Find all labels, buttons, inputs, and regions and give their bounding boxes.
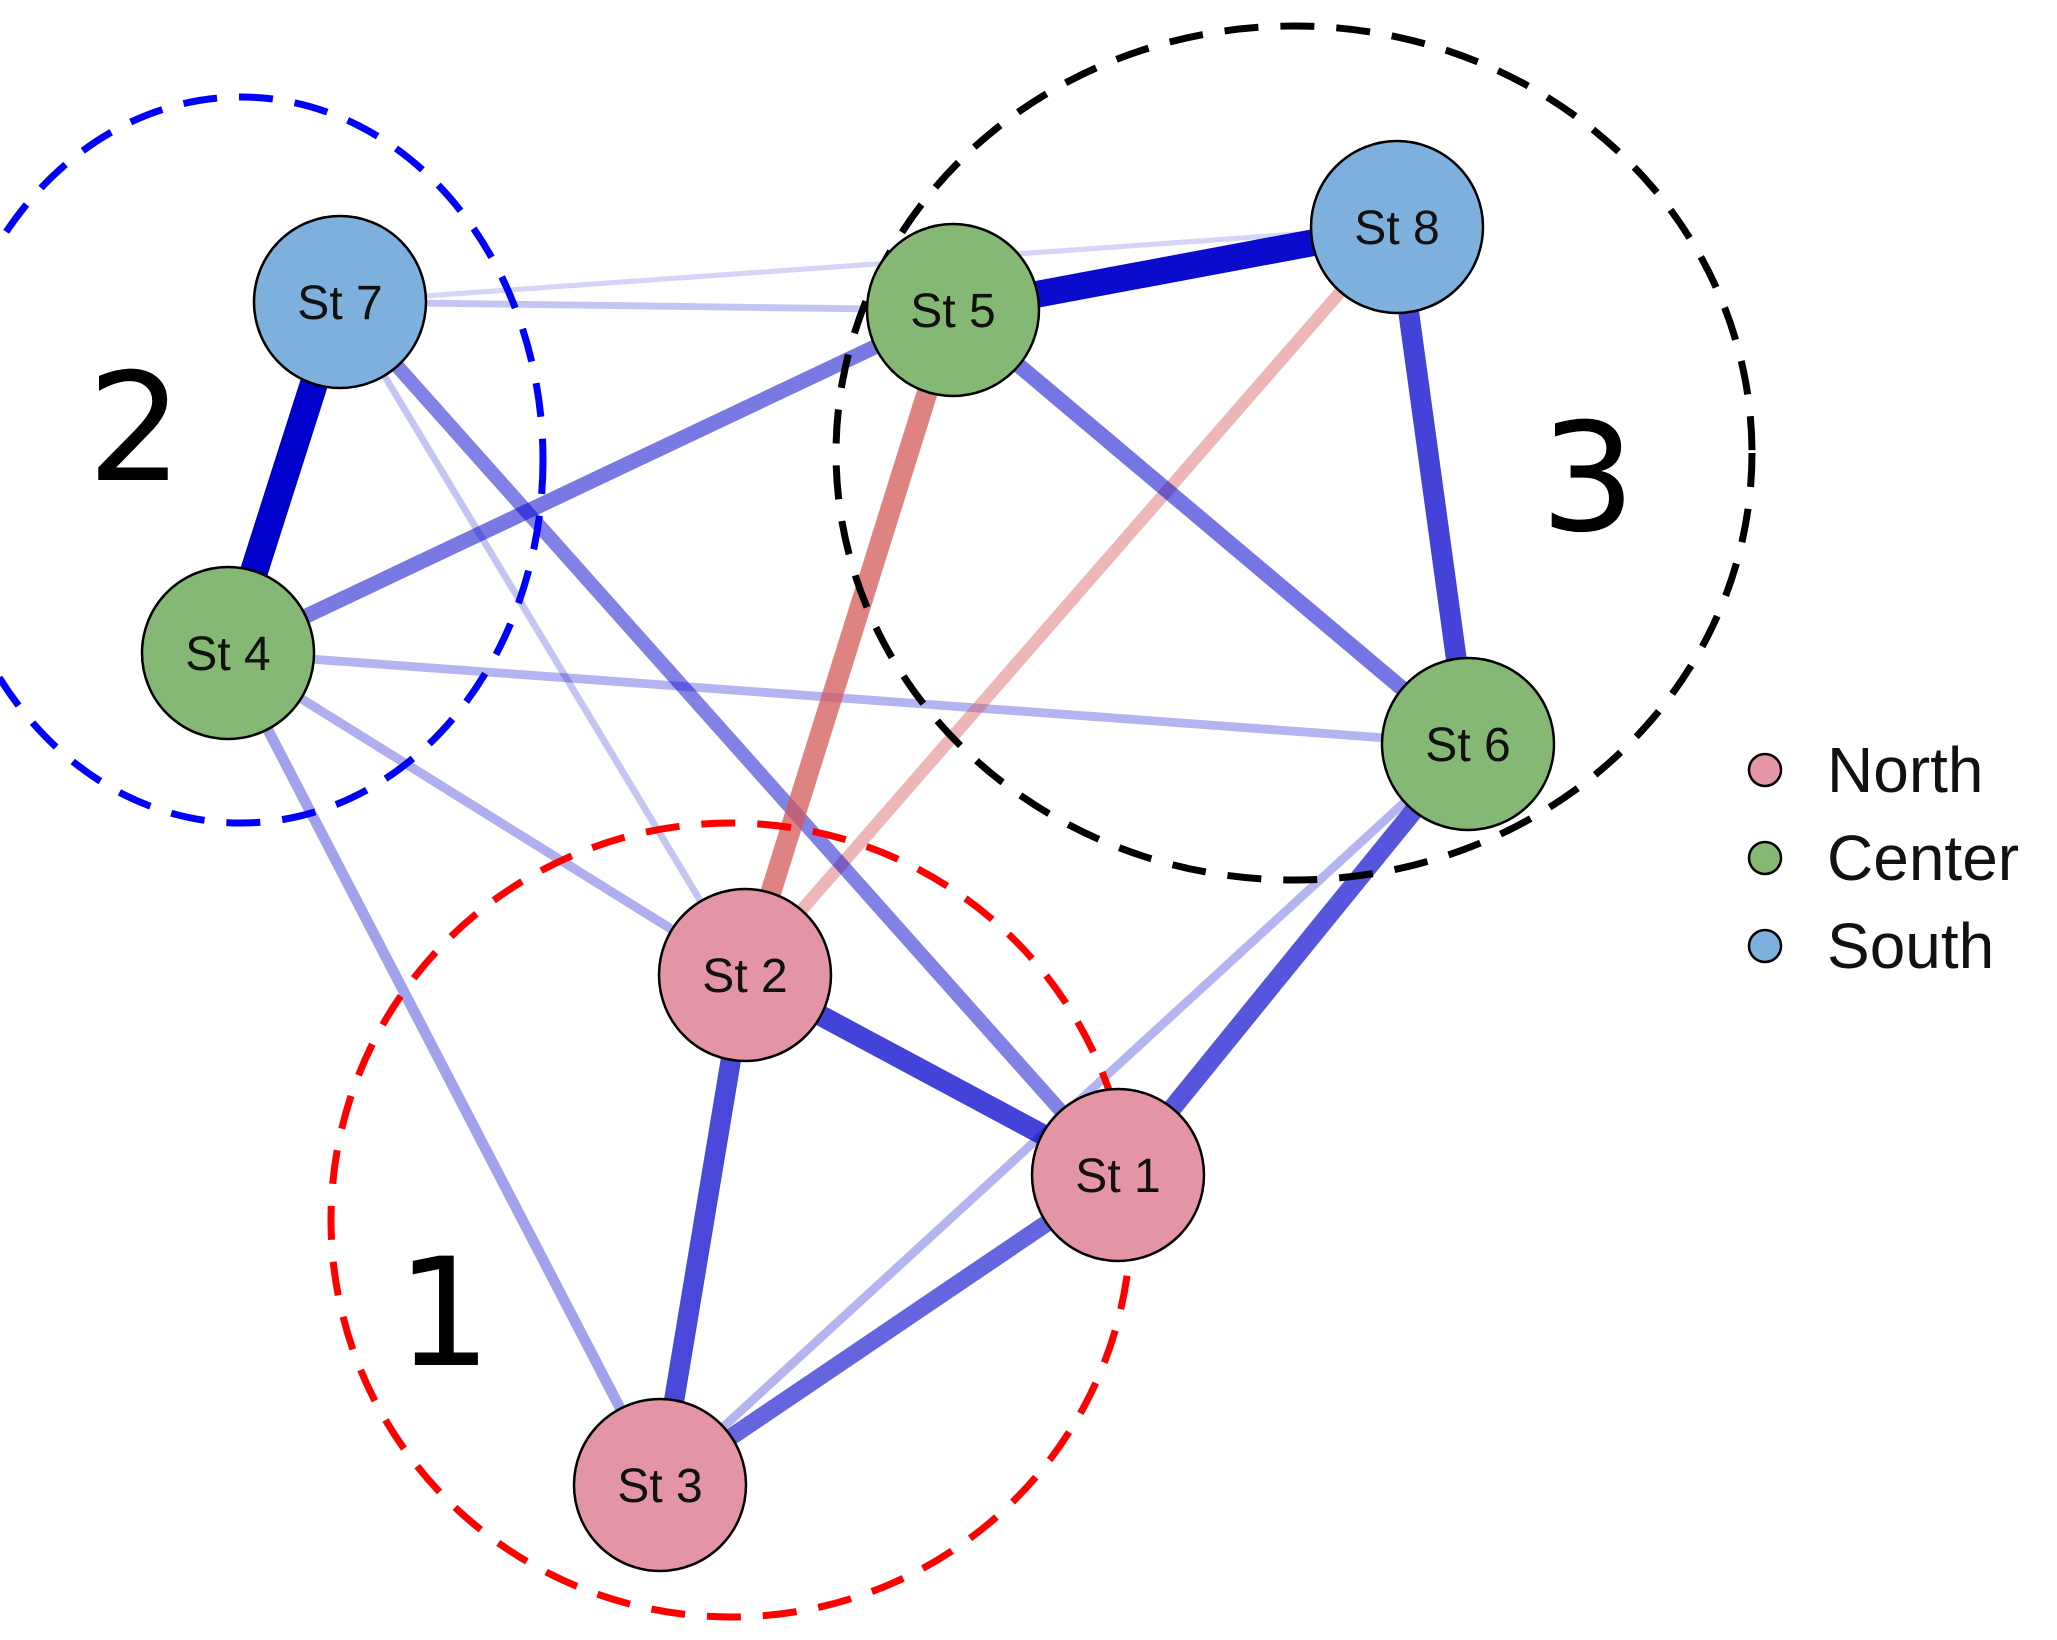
- node-label: St 3: [617, 1460, 702, 1513]
- nodes-layer: St 1 St 2 St 3 St 4 St 5 St 6 St 7 St 8: [140, 139, 1556, 1573]
- node-label: St 2: [702, 950, 787, 1003]
- node-st3: St 3: [572, 1397, 748, 1573]
- cluster-3-outline: [832, 22, 1756, 884]
- edge-st7-st2: [337, 300, 748, 977]
- clusters-layer: 1 2 3: [0, 22, 1756, 1621]
- edge-st8-st2: [740, 222, 1402, 980]
- node-st7: St 7: [252, 214, 428, 390]
- edge-st4-st5: [224, 303, 957, 660]
- node-label: St 5: [910, 285, 995, 338]
- node-label: St 4: [185, 628, 270, 681]
- node-circle: [657, 887, 833, 1063]
- legend-label-north: North: [1827, 734, 1984, 806]
- edge-st4-st2: [225, 649, 748, 979]
- edge-st5-st2: [735, 306, 963, 979]
- node-label: St 6: [1425, 719, 1510, 772]
- node-st4: St 4: [140, 565, 316, 741]
- edge-st6-st1: [1110, 738, 1476, 1181]
- node-circle: [1030, 1087, 1206, 1263]
- legend-swatch-north: [1747, 752, 1783, 788]
- edge-st5-st6: [947, 304, 1474, 750]
- edge-st7-st5: [339, 298, 954, 314]
- node-circle: [252, 214, 428, 390]
- node-st6: St 6: [1380, 656, 1556, 832]
- cluster-1-number: 1: [396, 1227, 491, 1401]
- node-st8: St 8: [1309, 139, 1485, 315]
- legend-swatch-center: [1747, 840, 1783, 876]
- edge-st4-st3: [223, 650, 665, 1488]
- edge-st7-st8: [339, 224, 1398, 305]
- legend-swatch-south: [1747, 928, 1783, 964]
- edge-st7-st1: [334, 297, 1124, 1180]
- node-label: St 1: [1075, 1150, 1160, 1203]
- cluster-2-number: 2: [87, 342, 182, 516]
- node-label: St 8: [1354, 202, 1439, 255]
- legend-label-center: Center: [1827, 822, 2019, 894]
- node-circle: [1309, 139, 1485, 315]
- node-circle: [865, 222, 1041, 398]
- cluster-2-outline: [0, 93, 547, 827]
- node-st1: St 1: [1030, 1087, 1206, 1263]
- node-circle: [1380, 656, 1556, 832]
- legend-label-south: South: [1827, 910, 1994, 982]
- cluster-3-number: 3: [1540, 392, 1635, 566]
- edge-st1-st3: [655, 1167, 1123, 1493]
- node-st2: St 2: [657, 887, 833, 1063]
- node-circle: [140, 565, 316, 741]
- node-label: St 7: [297, 277, 382, 330]
- edge-st4-st6: [227, 648, 1469, 749]
- node-circle: [572, 1397, 748, 1573]
- node-st5: St 5: [865, 222, 1041, 398]
